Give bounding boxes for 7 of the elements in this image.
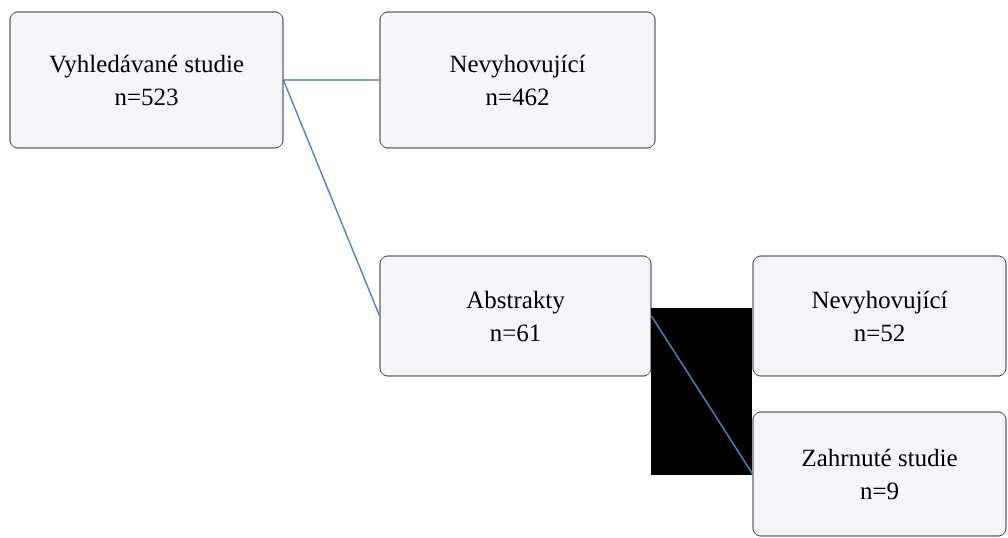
connector-line	[282, 79, 381, 317]
process-box: Vyhledávané studie n=523	[9, 11, 284, 149]
process-box: Abstrakty n=61	[379, 255, 652, 377]
process-box: Nevyhovující n=52	[752, 255, 1007, 377]
process-box: Zahrnuté studie n=9	[752, 411, 1007, 537]
process-box: Nevyhovující n=462	[379, 11, 656, 149]
connector-line	[282, 79, 381, 81]
